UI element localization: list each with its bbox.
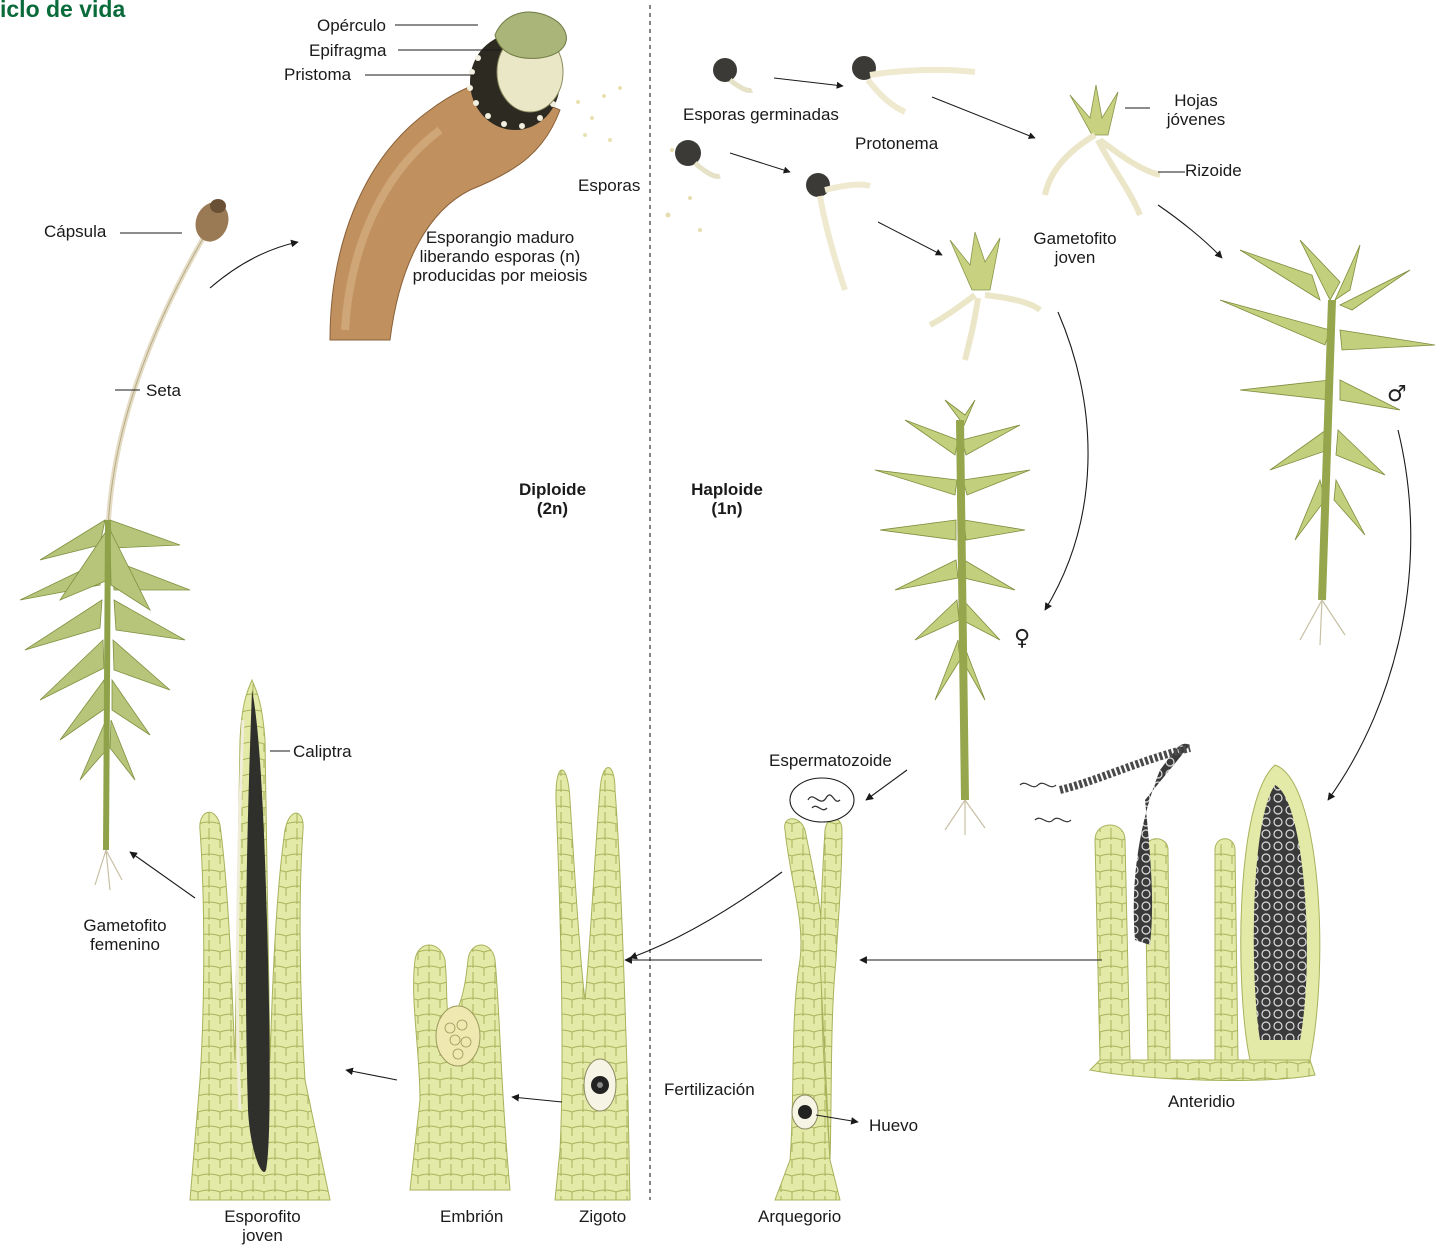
label-haploide: Haploide (1n): [677, 480, 777, 518]
label-zigoto: Zigoto: [579, 1207, 626, 1226]
label-esporas-germinadas: Esporas germinadas: [683, 105, 839, 124]
label-gametofito-femenino-line2: femenino: [70, 935, 180, 954]
young-gametophyte-middle: [930, 232, 1040, 360]
label-pristoma: Pristoma: [284, 65, 351, 84]
female-symbol: ♀: [1014, 626, 1030, 651]
label-esporangio-line1: Esporangio maduro: [400, 228, 600, 247]
label-fertilizacion: Fertilización: [664, 1080, 755, 1099]
label-esporofito-joven: Esporofito joven: [205, 1207, 320, 1245]
label-esporangio: Esporangio maduro liberando esporas (n) …: [400, 228, 600, 285]
label-gametofito-femenino: Gametofito femenino: [70, 916, 180, 954]
label-arquegorio: Arquegorio: [758, 1207, 841, 1226]
label-esporangio-line3: producidas por meiosis: [400, 266, 600, 285]
male-symbol: ♂: [1387, 382, 1407, 407]
label-caliptra: Caliptra: [293, 742, 352, 761]
label-anteridio: Anteridio: [1168, 1092, 1235, 1111]
gametophyte-with-sporophyte: [20, 198, 234, 890]
female-gametophyte: [875, 400, 1030, 700]
label-gametofito-joven-line1: Gametofito: [1025, 229, 1125, 248]
label-diploide-line2: (2n): [505, 499, 600, 518]
label-hojas-jovenes-line1: Hojas: [1150, 91, 1242, 110]
label-gametofito-femenino-line1: Gametofito: [70, 916, 180, 935]
label-haploide-line2: (1n): [677, 499, 777, 518]
diagram-title: iclo de vida: [0, 0, 125, 23]
label-seta: Seta: [146, 381, 181, 400]
label-protonema: Protonema: [855, 134, 938, 153]
embryo: [410, 945, 510, 1190]
label-espermatozoide: Espermatozoide: [769, 751, 892, 770]
label-embrion: Embrión: [440, 1207, 503, 1226]
label-epifragma: Epifragma: [309, 41, 386, 60]
antheridium: [1020, 744, 1320, 1081]
young-gametophyte-top: [1045, 85, 1160, 215]
label-diploide-line1: Diploide: [505, 480, 600, 499]
label-haploide-line1: Haploide: [677, 480, 777, 499]
label-rizoide: Rizoide: [1185, 161, 1242, 180]
label-capsula: Cápsula: [44, 222, 106, 241]
archegonium: [775, 778, 854, 1200]
label-huevo: Huevo: [869, 1116, 918, 1135]
protonema: [806, 56, 975, 290]
label-hojas-jovenes-line2: jóvenes: [1150, 110, 1242, 129]
label-operculo: Opérculo: [317, 16, 386, 35]
label-esporangio-line2: liberando esporas (n): [400, 247, 600, 266]
label-esporas: Esporas: [578, 176, 640, 195]
capsule-small: [190, 198, 234, 247]
label-hojas-jovenes: Hojas jóvenes: [1150, 91, 1242, 129]
label-gametofito-joven-line2: joven: [1025, 248, 1125, 267]
label-esporofito-joven-line2: joven: [205, 1226, 320, 1245]
label-esporofito-joven-line1: Esporofito: [205, 1207, 320, 1226]
zygote: [555, 768, 630, 1201]
label-diploide: Diploide (2n): [505, 480, 600, 518]
label-gametofito-joven: Gametofito joven: [1025, 229, 1125, 267]
